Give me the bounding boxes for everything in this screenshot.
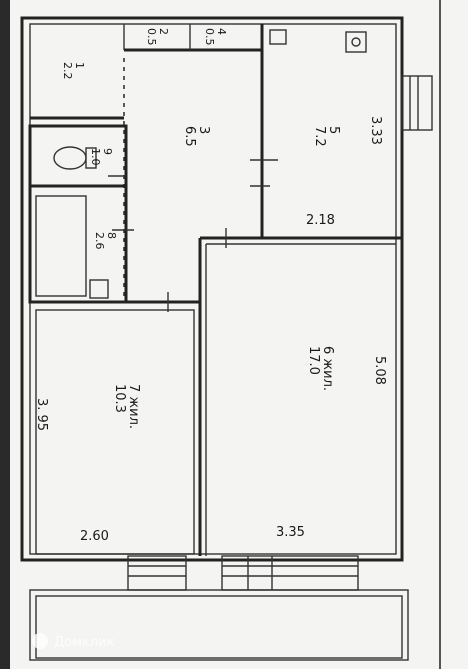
window-bottom-right [221, 555, 359, 591]
kitchen-stove [345, 31, 367, 53]
toilet-fixture [53, 146, 97, 170]
interior-walls [28, 24, 402, 556]
domclick-logo-icon [32, 633, 48, 649]
bath-sink [89, 279, 109, 299]
dim-small-room-width: 2.60 [80, 529, 109, 544]
room-bath-label: 8 2.6 [93, 232, 118, 250]
watermark-text: Домклик [54, 635, 115, 650]
kitchen-sink [269, 29, 287, 45]
room-closet-a-label: 2 0.5 [145, 28, 170, 46]
room-living-big-label: 6 жил. 17.0 [306, 346, 335, 395]
room-living-small-label: 7 жил. 10.3 [112, 384, 141, 433]
window-bottom-left [127, 555, 187, 591]
outer-wall [20, 16, 404, 562]
page-edge [0, 0, 10, 669]
room-hall-label: 3 6.5 [182, 126, 211, 147]
stove-burner-icon [351, 37, 361, 47]
room-toilet-label: 9 1.0 [89, 148, 114, 166]
dim-big-room-height: 5.08 [372, 356, 387, 385]
balcony [29, 589, 409, 661]
watermark: Домклик [32, 633, 115, 650]
room-kitchen-label: 5 7.2 [312, 126, 341, 147]
dim-small-room-height: 3. 95 [34, 398, 49, 431]
door-marks [112, 185, 270, 312]
dim-kitchen-height: 3.33 [368, 116, 383, 145]
bathtub [35, 195, 87, 297]
room-closet-b-label: 4 0.5 [203, 28, 228, 46]
dim-big-room-width: 3.35 [276, 525, 305, 540]
window-kitchen [401, 75, 433, 131]
balcony-inner [35, 595, 403, 659]
dim-kitchen-width: 2.18 [306, 213, 335, 228]
room-entry-label: 1 2.2 [61, 62, 86, 80]
